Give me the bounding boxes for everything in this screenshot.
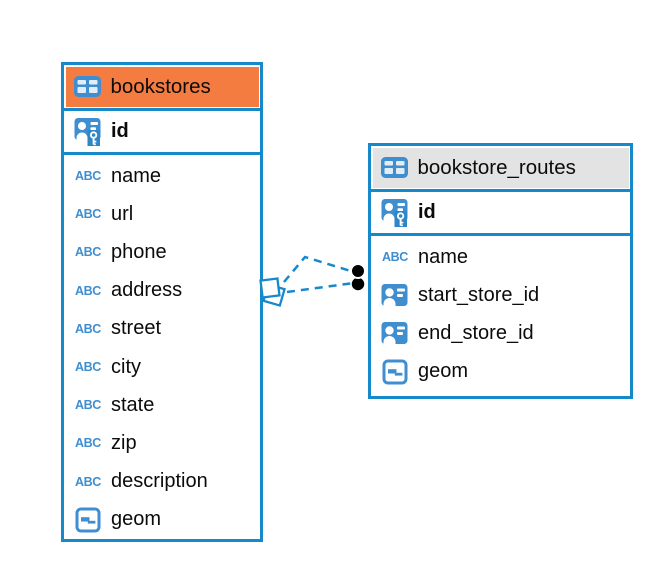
table-title: bookstore_routes — [417, 155, 576, 179]
column-name: id — [111, 120, 129, 142]
column-row-geom[interactable]: geom — [64, 501, 260, 539]
column-name: url — [111, 202, 134, 225]
table-bookstore-routes-header[interactable]: bookstore_routes — [372, 147, 629, 188]
text-type-icon: ABC — [75, 321, 101, 336]
columns-list: ABC name ABC url ABC phone ABC address A… — [64, 155, 260, 539]
column-row-id[interactable]: id — [371, 192, 630, 233]
divider — [371, 233, 630, 236]
column-name: end_store_id — [418, 321, 534, 344]
relationship-line-start — [283, 255, 355, 283]
column-name: name — [111, 164, 162, 187]
table-bookstore-routes[interactable]: bookstore_routes id — [368, 143, 633, 399]
column-row-state[interactable]: ABC state — [64, 386, 260, 424]
reference-id-icon — [380, 283, 410, 307]
column-row-address[interactable]: ABC address — [64, 272, 260, 310]
column-row-zip[interactable]: ABC zip — [64, 424, 260, 462]
column-name: zip — [111, 431, 137, 454]
column-name: geom — [418, 360, 469, 383]
geometry-type-icon — [73, 507, 103, 533]
column-row-geom[interactable]: geom — [371, 353, 630, 391]
column-row-description[interactable]: ABC description — [64, 463, 260, 501]
text-type-icon: ABC — [75, 360, 101, 375]
column-name: start_store_id — [418, 283, 540, 306]
column-name: name — [418, 245, 469, 268]
column-name: id — [418, 201, 436, 223]
text-type-icon: ABC — [75, 474, 101, 489]
column-name: city — [111, 355, 141, 378]
divider — [371, 189, 630, 192]
text-type-icon: ABC — [75, 207, 101, 222]
column-row-start-store-id[interactable]: start_store_id — [371, 276, 630, 314]
text-type-icon: ABC — [382, 250, 408, 265]
text-type-icon: ABC — [75, 436, 101, 451]
text-type-icon: ABC — [75, 245, 101, 260]
column-row-name[interactable]: ABC name — [64, 157, 260, 195]
text-type-icon: ABC — [75, 398, 101, 413]
table-icon — [380, 157, 410, 178]
primary-key-icon — [73, 117, 103, 147]
table-title: bookstores — [110, 74, 211, 98]
column-name: state — [111, 393, 155, 416]
column-row-street[interactable]: ABC street — [64, 310, 260, 348]
relationship-line-end — [286, 281, 355, 294]
column-name: street — [111, 317, 162, 340]
divider — [64, 152, 260, 155]
primary-key-icon — [380, 198, 410, 228]
geometry-type-icon — [380, 359, 410, 385]
column-row-url[interactable]: ABC url — [64, 195, 260, 233]
column-row-city[interactable]: ABC city — [64, 348, 260, 386]
table-bookstores[interactable]: bookstores id — [61, 62, 263, 542]
column-name: phone — [111, 240, 167, 263]
table-bookstores-header[interactable]: bookstores — [65, 66, 259, 107]
relationship-connector[interactable] — [253, 238, 378, 318]
text-type-icon: ABC — [75, 283, 101, 298]
column-row-phone[interactable]: ABC phone — [64, 233, 260, 271]
divider — [64, 108, 260, 111]
text-type-icon: ABC — [75, 169, 101, 184]
column-name: geom — [111, 508, 162, 531]
table-icon — [73, 76, 103, 97]
dot-endpoint-marker — [350, 263, 366, 292]
column-row-end-store-id[interactable]: end_store_id — [371, 314, 630, 352]
column-row-name[interactable]: ABC name — [371, 238, 630, 276]
reference-id-icon — [380, 321, 410, 345]
column-row-id[interactable]: id — [64, 111, 260, 152]
columns-list: ABC name start_store_id — [371, 236, 630, 391]
square-endpoint-marker — [259, 277, 286, 307]
column-name: description — [111, 470, 208, 493]
column-name: address — [111, 279, 183, 302]
